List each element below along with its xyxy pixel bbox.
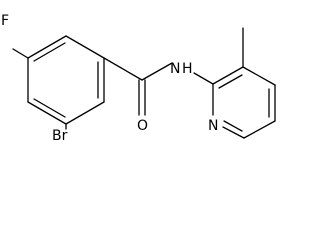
fluorine-label: F <box>1 13 9 29</box>
bond-carbonyl-n <box>141 62 173 81</box>
bond-c5-c6-inner <box>33 42 66 62</box>
bromine-label: Br <box>52 128 68 144</box>
bond-c6-c1 <box>65 35 105 59</box>
bond-c1-carbonyl <box>103 57 143 81</box>
bond-c5-c6 <box>27 35 67 59</box>
benzene-ring <box>27 35 105 125</box>
amide-nitrogen-label: N <box>170 61 180 77</box>
pyridine-nitrogen-label: N <box>208 118 218 134</box>
bond-p6-n-inner <box>223 120 243 132</box>
bond-p5-p6 <box>243 120 276 139</box>
bond-p2-p3 <box>212 66 244 85</box>
bond-c3-c4 <box>27 101 67 125</box>
structure-diagram: F Br O N H N <box>1 13 276 144</box>
bond-p2-p3-inner <box>218 74 243 89</box>
oxygen-label: O <box>137 118 148 134</box>
bond-p3-p4 <box>242 66 276 86</box>
bond-c2-c3 <box>65 101 105 125</box>
bond-n-pyridine <box>193 72 214 85</box>
bond-c4-f <box>12 48 29 59</box>
bond-c3-c4-inner <box>33 98 66 118</box>
pyridine-ring <box>212 66 276 139</box>
amide-hydrogen-label: H <box>182 61 193 77</box>
bond-p6-n <box>222 126 245 139</box>
